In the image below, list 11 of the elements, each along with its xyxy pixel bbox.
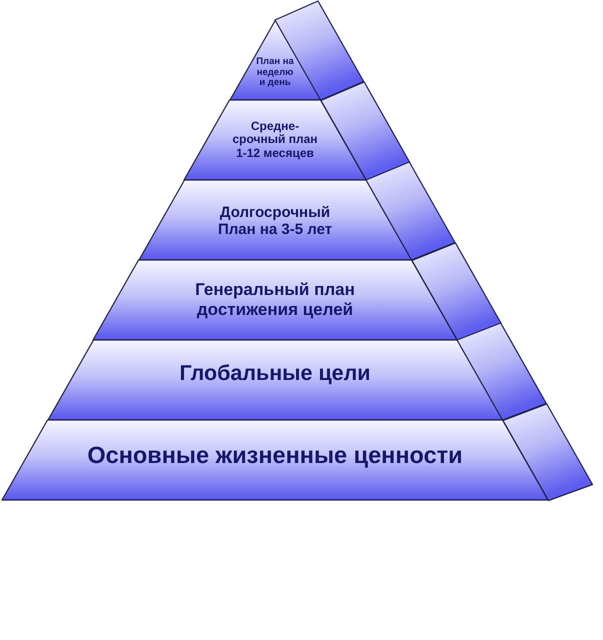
tier-side-face	[412, 242, 501, 340]
tier-side-face	[502, 404, 592, 500]
tier-side-face	[366, 162, 455, 260]
tier-label: Глобальные цели	[179, 361, 371, 387]
tier-side-face	[457, 323, 546, 420]
tier-label: Долгосрочный План на 3-5 лет	[216, 204, 334, 238]
tier-label: Генеральный план достижения целей	[194, 280, 356, 320]
tier-label: Основные жизненные ценности	[87, 440, 463, 470]
tier-label: Средне- срочный план 1-12 месяцев	[231, 120, 318, 160]
tier-side-face	[320, 82, 410, 180]
tier-label: План на неделю и день	[255, 57, 295, 89]
